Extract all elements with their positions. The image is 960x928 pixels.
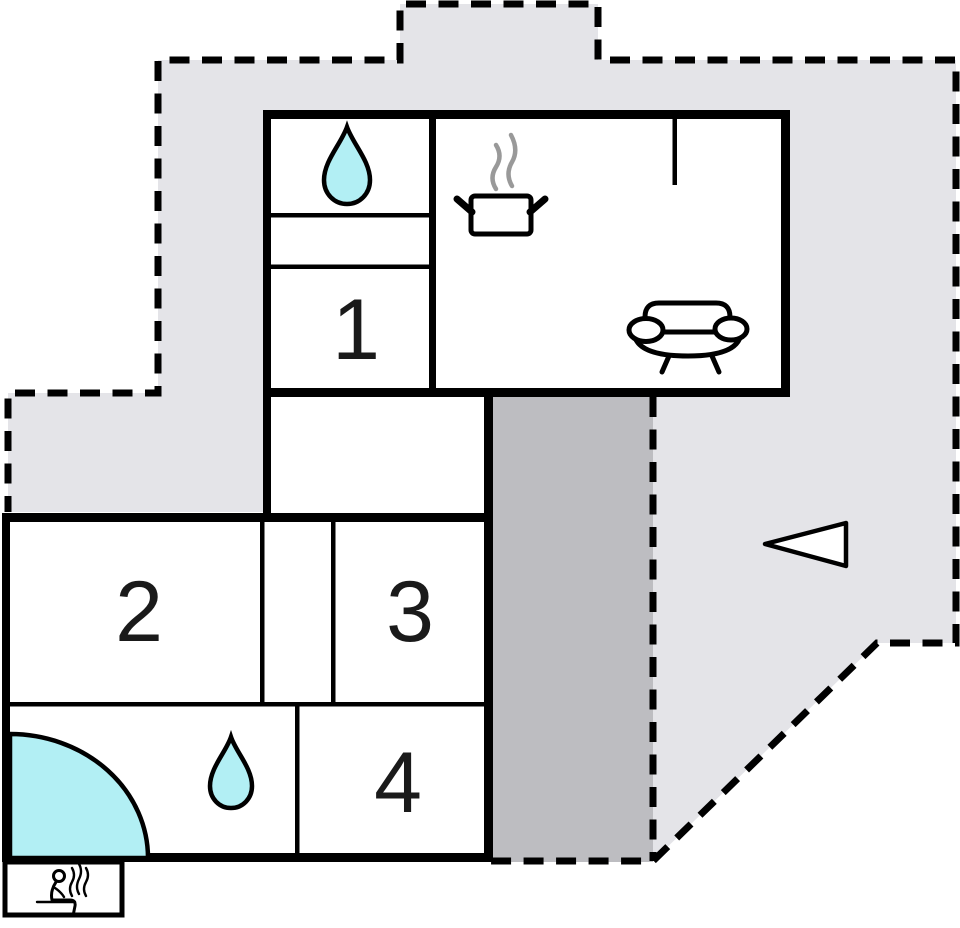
wall-room2-right: [260, 522, 265, 705]
sauna-room: [2, 859, 125, 918]
sofa-legs: [659, 353, 722, 375]
wall-bottom: [2, 853, 493, 862]
wall-kitchen-divider: [429, 110, 436, 397]
water-drop-icon: [207, 729, 255, 811]
wall-left-upper: [263, 110, 271, 522]
room-4-label: 4: [374, 735, 422, 831]
terrace: [493, 397, 653, 862]
sauna: [2, 859, 125, 918]
pot-handle-left-icon: [453, 195, 476, 216]
steam-line-icon: [490, 142, 502, 192]
sauna-steam-icon: [68, 862, 90, 898]
wall-right-lower: [484, 390, 493, 862]
room-3-label: 3: [386, 564, 434, 660]
wall-top: [263, 110, 790, 119]
cooking-pot-icon: [468, 193, 534, 237]
room-1-label: 1: [332, 282, 380, 378]
wall-left-lower: [2, 513, 10, 862]
wall-above-bathroom: [10, 702, 484, 707]
kitchen-stove: [453, 132, 549, 237]
wall-room4-left: [295, 706, 300, 854]
sauna-person-arm: [53, 886, 66, 899]
sauna-person-head: [52, 869, 66, 883]
wall-living-stub: [672, 119, 677, 185]
sofa-armrest-left: [626, 316, 666, 344]
sofa-icon: [626, 300, 750, 375]
water-drop-icon: [321, 120, 373, 207]
sofa-back: [642, 300, 733, 341]
steam-line-icon: [506, 132, 518, 189]
sauna-person-icon: [50, 880, 77, 918]
room-2-label: 2: [115, 564, 163, 660]
wall-mid-horizontal: [263, 388, 790, 397]
wall-above-room1: [267, 264, 429, 269]
corner-bathtub-icon: [7, 731, 151, 861]
wall-room3-left: [331, 522, 336, 705]
sofa-armrest-right: [712, 315, 750, 343]
direction-arrow-icon: [762, 520, 849, 569]
lower-bathroom: [7, 729, 255, 861]
wall-right-upper: [781, 110, 790, 397]
wall-above-room2: [2, 513, 493, 522]
plot-boundary-dashed: [4, 0, 960, 865]
hallway-fill: [263, 390, 493, 522]
wall-under-upper-bathroom: [267, 213, 429, 218]
pot-handle-right-icon: [526, 195, 549, 216]
sofa-body: [631, 328, 744, 359]
